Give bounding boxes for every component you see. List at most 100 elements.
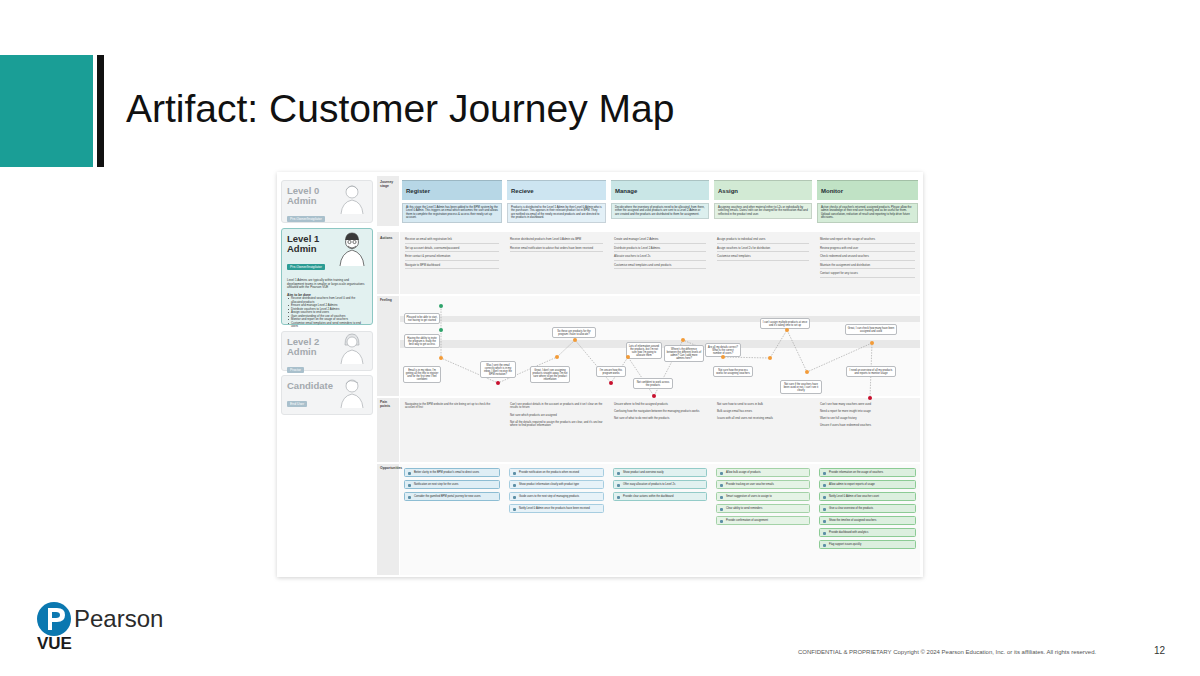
stage-description: At this stage the Level 1 Admin has been… xyxy=(402,203,502,223)
pain-point: Confusing how the navigation between the… xyxy=(614,410,706,413)
footer-note: CONFIDENTIAL & PROPRIETARY Copyright © 2… xyxy=(798,649,1096,656)
persona-card: Level 2 AdminProctor xyxy=(281,331,373,371)
action-item: Customise email templates and send produ… xyxy=(614,264,706,270)
logo-subbrand: VUE xyxy=(37,635,72,653)
actions-band xyxy=(400,232,920,294)
stage-header: Monitor xyxy=(817,180,918,200)
persona-name: Level 2 Admin xyxy=(287,337,335,357)
persona-glasses xyxy=(353,240,356,243)
opportunity-text: Give a clear overview of the products xyxy=(829,507,913,510)
feeling-text: Not sure if the vouchers have been used … xyxy=(783,383,820,392)
opportunity-card: Show the timeline of assigned vouchers xyxy=(819,516,916,525)
persona-hair xyxy=(346,186,358,190)
feeling-dot xyxy=(573,338,577,342)
feeling-note: Was I sent the email correctly which is … xyxy=(480,361,516,378)
feeling-dot xyxy=(868,396,872,400)
feeling-dot xyxy=(439,356,443,360)
pain-point: Not sure how to send to users in bulk xyxy=(717,403,809,406)
opportunity-card: Notify Level 0 Admin once the products h… xyxy=(509,504,604,513)
persona-illustration xyxy=(340,233,364,266)
pain-point: Want to see full usage history xyxy=(820,417,915,420)
persona-name: Candidate xyxy=(287,381,335,391)
pain-point: Not sure which products are assigned xyxy=(510,414,603,417)
stage-description: Assigning vouchers and other material ei… xyxy=(714,203,812,219)
opportunity-card: Notification on next step for the users xyxy=(404,480,500,489)
stage-description: Active checks of voucher/s returned, ass… xyxy=(817,203,918,223)
opportunity-text: Allow admin to export reports of usage xyxy=(829,483,913,486)
opportunity-text: Offer easy allocation of products to Lev… xyxy=(623,483,704,486)
feeling-note: Are all my details correct? What is the … xyxy=(705,343,741,357)
pain-point: Bulk assign email has errors xyxy=(717,410,809,413)
action-item: Allocate vouchers to Level 2s xyxy=(614,255,706,261)
pain-point: Navigating to the BPM website and the si… xyxy=(405,403,499,410)
stage-text: Assigning vouchers and other material ei… xyxy=(718,206,808,216)
stage-header: Manage xyxy=(611,180,709,200)
pain-point: Not all the details required to assign t… xyxy=(510,421,603,428)
action-item: Distribute products to Level 2 Admins xyxy=(614,247,706,253)
stage-text: At this stage the Level 1 Admin has been… xyxy=(406,206,498,220)
action-item: Navigate to BPM dashboard xyxy=(405,264,499,270)
row-label: Pain points xyxy=(380,400,398,408)
feeling-note: Pleased to be able to start, not having … xyxy=(404,313,440,324)
persona-tag: End User xyxy=(287,401,307,407)
feeling-note: Having the ability to invite the program… xyxy=(404,334,440,348)
feeling-band xyxy=(400,296,920,396)
persona-head xyxy=(346,236,359,249)
feeling-text: Are all my details correct? What is the … xyxy=(708,346,739,355)
pain-point: Can't see product details in the account… xyxy=(510,403,603,410)
opportunity-card: Clear ability to send reminders xyxy=(716,504,810,513)
action-item: Maintain the assignment and distribution xyxy=(820,264,915,270)
opportunity-card: Provide tracking on user voucher emails xyxy=(716,480,810,489)
action-item: Receive an email with registration link xyxy=(405,238,499,244)
row-label: Journey stage xyxy=(380,180,398,188)
page-number: 12 xyxy=(1154,645,1165,656)
opportunity-card: Show product information clearly with pr… xyxy=(509,480,604,489)
opportunity-text: Provide clear actions within the dashboa… xyxy=(623,495,704,498)
stage-header: Assign xyxy=(714,180,812,200)
persona-card: CandidateEnd User xyxy=(281,375,373,415)
opportunity-text: Guide users to the next step of managing… xyxy=(519,495,601,498)
feeling-text: Great, I can check how many have been as… xyxy=(848,327,895,333)
persona-name: Level 1 Admin xyxy=(287,234,335,254)
feeling-dot xyxy=(439,304,443,308)
feeling-dot xyxy=(652,394,656,398)
stage-text: Decide where the inventory of products n… xyxy=(615,206,705,216)
opportunity-card: Show product and overview easily xyxy=(613,468,707,477)
opportunity-card: Flag support issues quickly xyxy=(819,540,916,549)
persona-glasses xyxy=(348,240,351,243)
accent-bar xyxy=(97,55,104,167)
feeling-dot xyxy=(870,341,874,345)
opportunity-text: Provide information on the usage of vouc… xyxy=(829,471,913,474)
feeling-dot xyxy=(681,338,685,342)
opportunity-text: Flag support issues quickly xyxy=(829,543,913,546)
feeling-note: Lots of information around the products,… xyxy=(626,342,662,359)
opportunity-text: Provide notification on the products whe… xyxy=(519,471,601,474)
logo-wordmark: Pearson xyxy=(74,606,163,632)
opportunity-text: Clear ability to send reminders xyxy=(726,507,807,510)
feeling-dot xyxy=(626,355,630,359)
map-card xyxy=(277,172,923,577)
feeling-dot xyxy=(805,370,809,374)
goal-item: Customise email templates and send remin… xyxy=(287,322,367,329)
opportunity-text: Show product information clearly with pr… xyxy=(519,483,601,486)
opportunity-card: Allow bulk assign of products xyxy=(716,468,810,477)
opportunity-card: Give a clear overview of the products xyxy=(819,504,916,513)
feeling-note: I need an overview of all my products an… xyxy=(846,366,896,377)
persona-description: Level 1 Admins are typically within trai… xyxy=(287,279,367,290)
persona-body xyxy=(341,350,363,364)
opportunity-card: Consider the gamified BPM portal journey… xyxy=(404,492,500,501)
feeling-note: Great, I can check how many have been as… xyxy=(845,324,897,335)
feeling-note: Great, I don't see assigning products st… xyxy=(530,366,570,383)
pain-point: Can't see how many vouchers were used xyxy=(820,403,915,406)
stage-description: Decide where the inventory of products n… xyxy=(611,203,709,219)
persona-head xyxy=(347,337,357,347)
persona-tag: Pre-Owner/Invigilator xyxy=(287,216,325,222)
persona-illustration xyxy=(341,380,363,408)
feeling-note: Not confident to work across the product… xyxy=(633,378,673,389)
action-item: Assign products to individual end users xyxy=(717,238,809,244)
feeling-text: I'm unsure how this program works xyxy=(599,369,624,375)
opportunity-text: Smart suggestion of users to assign to xyxy=(726,495,807,498)
row-header xyxy=(377,232,399,294)
persona-hair xyxy=(346,381,358,384)
